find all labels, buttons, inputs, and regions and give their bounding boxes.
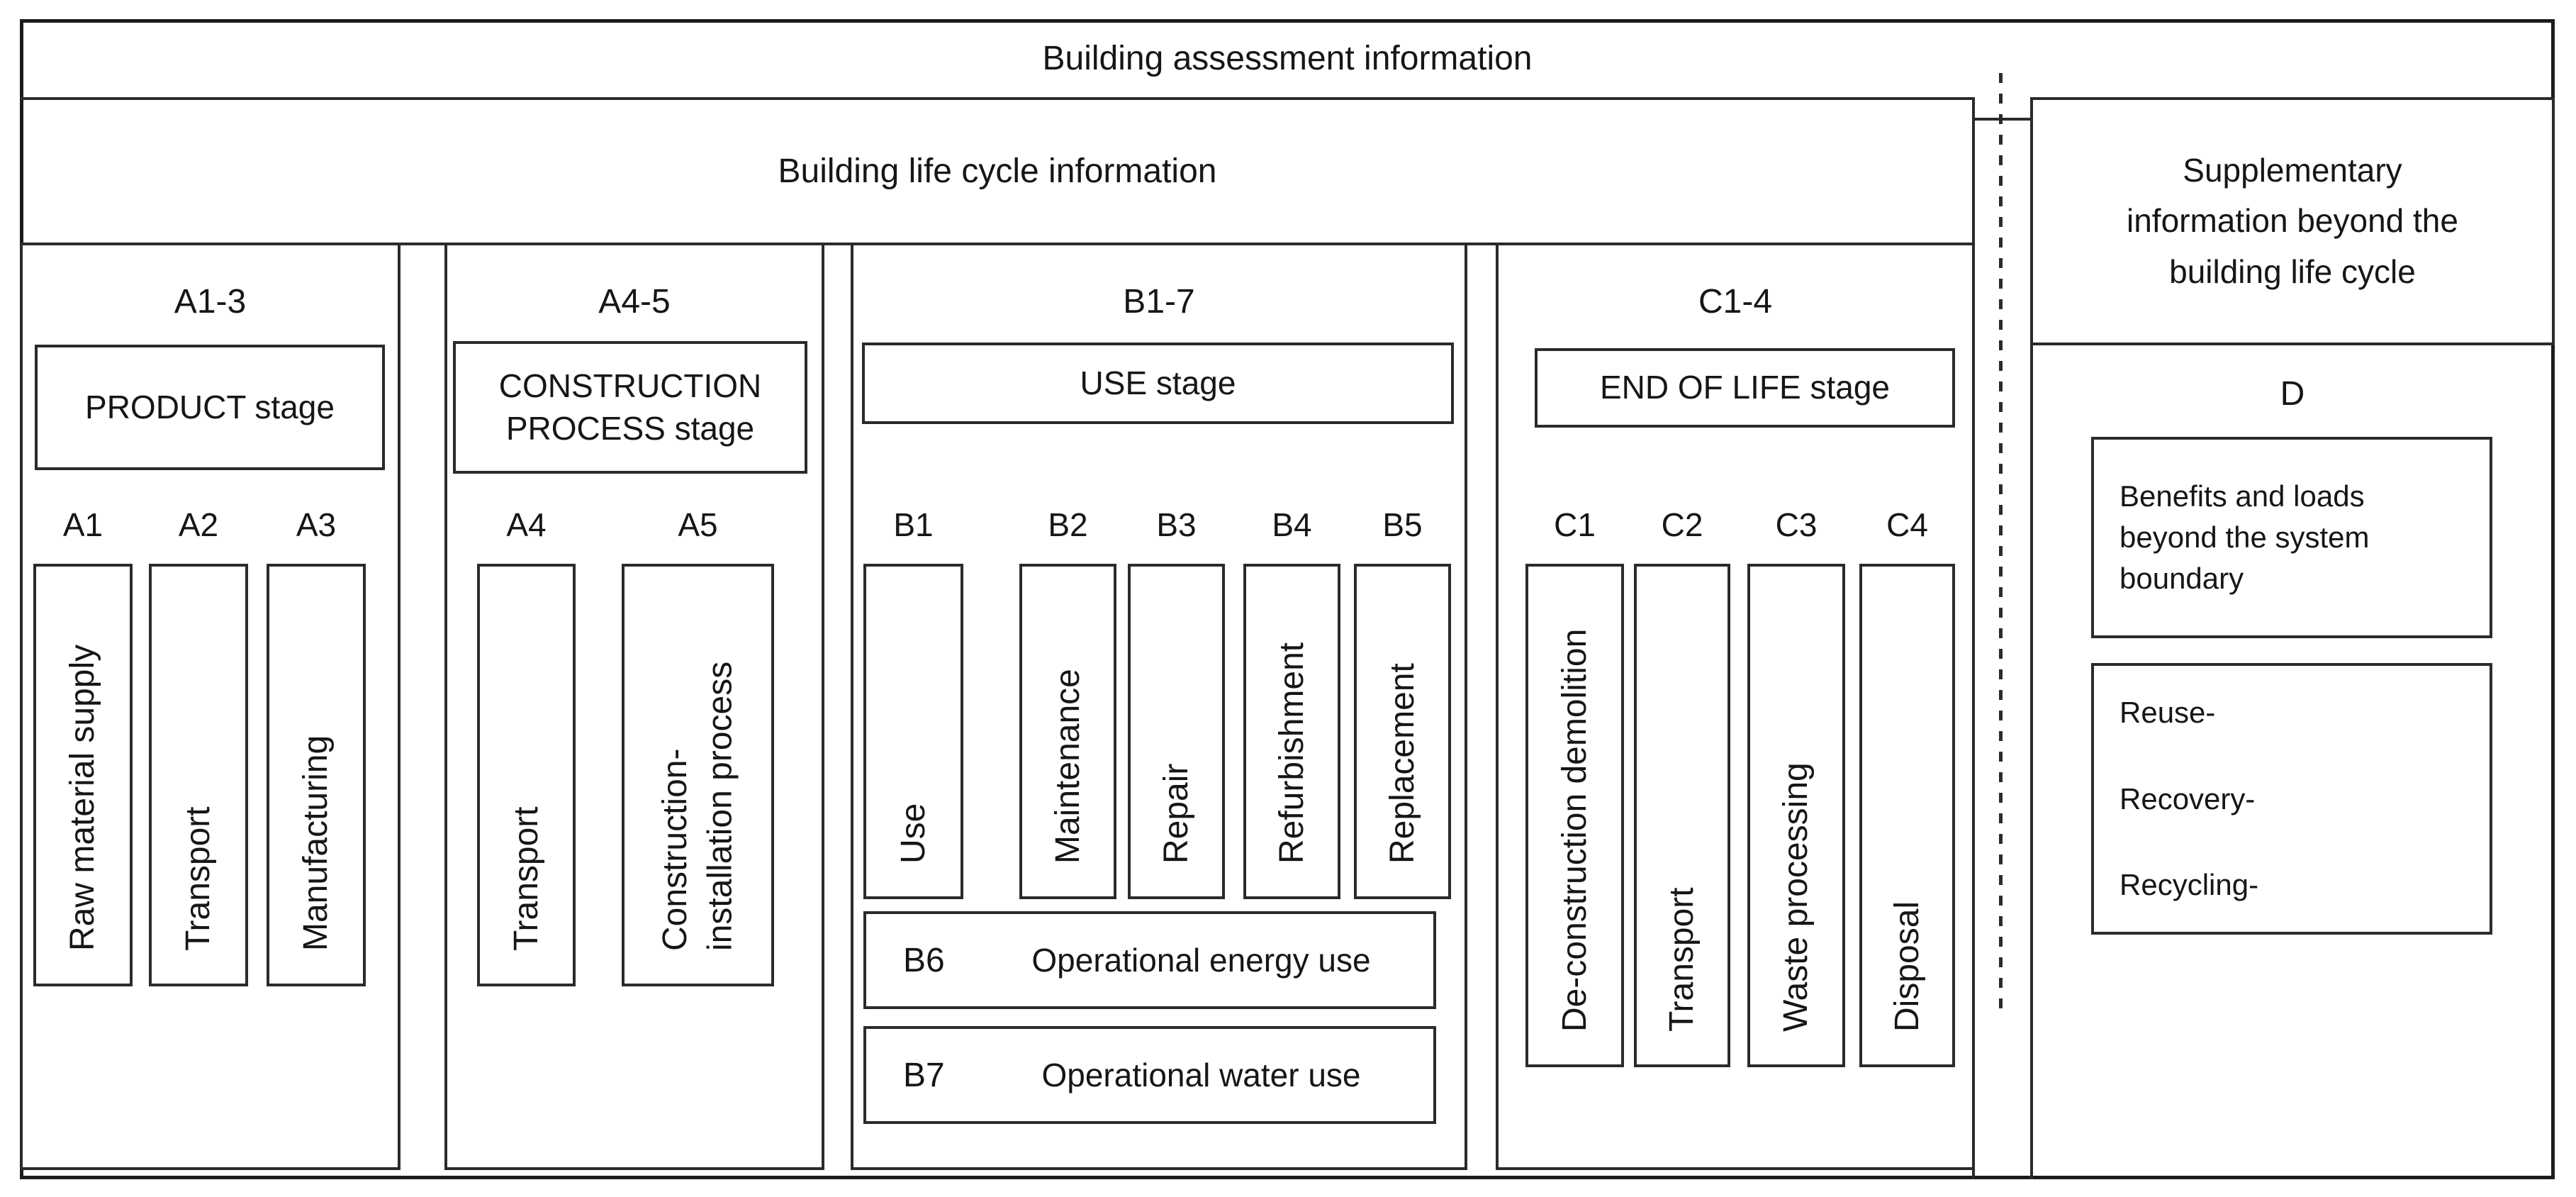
module-label: Maintenance	[1048, 669, 1087, 864]
module-box-c3: Waste processing	[1747, 564, 1845, 1067]
supplementary-title-text: Supplementary information beyond the bui…	[2127, 152, 2458, 290]
banner-divider-line	[20, 97, 1975, 100]
module-box-a1: Raw material supply	[33, 564, 133, 986]
module-label: Operational water use	[1041, 1057, 1361, 1093]
module-label: Disposal	[1888, 901, 1926, 1032]
module-code-a3: A3	[267, 496, 366, 553]
module-label: Transport	[507, 806, 545, 951]
module-code-c4: C4	[1859, 496, 1955, 553]
module-code-a1: A1	[33, 496, 133, 553]
stage-code-a45: A4-5	[444, 269, 824, 333]
module-code-text: C2	[1661, 506, 1703, 543]
module-code-text: A3	[296, 506, 337, 543]
module-label: Manufacturing	[297, 735, 335, 951]
module-code-c2: C2	[1634, 496, 1730, 553]
module-code-text: B1	[893, 506, 934, 543]
module-label: Raw material supply	[64, 644, 102, 951]
module-code-c1: C1	[1525, 496, 1624, 553]
module-code-text: C4	[1886, 506, 1928, 543]
module-code-b4: B4	[1243, 496, 1340, 553]
module-box-b6: B6 Operational energy use	[863, 911, 1436, 1009]
module-code-text: D	[2280, 374, 2305, 413]
module-box-c4: Disposal	[1859, 564, 1955, 1067]
stage-code-c14: C1-4	[1496, 269, 1975, 333]
module-code-text: B3	[1156, 506, 1197, 543]
stage-name-text: USE stage	[1080, 364, 1236, 401]
module-label: Use	[894, 803, 932, 864]
module-code-d: D	[2030, 358, 2555, 429]
module-box-a3: Manufacturing	[267, 564, 366, 986]
benefits-box: Benefits and loads beyond the system bou…	[2091, 437, 2492, 638]
module-code-b3: B3	[1128, 496, 1225, 553]
module-code-b2: B2	[1019, 496, 1116, 553]
module-box-c1: De-construction demolition	[1525, 564, 1624, 1067]
module-label: Refurbishment	[1272, 642, 1311, 864]
module-label: Waste processing	[1777, 762, 1815, 1032]
module-box-b1: Use	[863, 564, 963, 899]
system-boundary-dashed-line	[1999, 73, 2003, 1011]
supplementary-title-box: Supplementary information beyond the bui…	[2030, 97, 2555, 345]
module-code-text: A2	[178, 506, 219, 543]
module-code-text: B5	[1382, 506, 1423, 543]
module-box-b5: Replacement	[1354, 564, 1451, 899]
module-code-text: A4	[506, 506, 547, 543]
module-label: Replacement	[1383, 663, 1421, 864]
module-box-b7: B7 Operational water use	[863, 1026, 1436, 1124]
connector-line	[1972, 118, 2033, 121]
module-label: Transport	[1663, 887, 1701, 1032]
module-label: De-construction demolition	[1555, 628, 1594, 1032]
module-box-b2: Maintenance	[1019, 564, 1116, 899]
module-label: Construction- installation process	[656, 661, 739, 951]
banner-title: Building assessment information	[20, 19, 2555, 97]
stage-code-b17: B1-7	[851, 269, 1467, 333]
module-label: Transport	[179, 806, 218, 951]
module-box-a4: Transport	[477, 564, 576, 986]
module-code-b1: B1	[863, 496, 963, 553]
stage-code-a13: A1-3	[20, 269, 401, 333]
module-box-a5: Construction- installation process	[622, 564, 774, 986]
stage-name-box-product: PRODUCT stage	[35, 345, 385, 470]
module-label: Repair	[1157, 763, 1195, 864]
module-code-a4: A4	[477, 496, 576, 553]
module-box-b4: Refurbishment	[1243, 564, 1340, 899]
benefits-text: Benefits and loads beyond the system bou…	[2119, 479, 2370, 595]
module-code-text: B4	[1272, 506, 1312, 543]
module-code-text: B2	[1048, 506, 1088, 543]
module-code-b6: B6	[903, 941, 945, 979]
lifecycle-title-text: Building life cycle information	[778, 152, 1217, 190]
module-code-text: C3	[1775, 506, 1818, 543]
module-code-a5: A5	[622, 496, 774, 553]
module-code-b5: B5	[1354, 496, 1451, 553]
stage-name-box-construction: CONSTRUCTION PROCESS stage	[453, 341, 807, 474]
module-box-a2: Transport	[149, 564, 248, 986]
loops-text: Reuse- Recovery- Recycling-	[2119, 695, 2259, 902]
stage-name-text: END OF LIFE stage	[1599, 369, 1890, 406]
d-region-left-line	[2030, 97, 2033, 1179]
module-code-text: C1	[1554, 506, 1596, 543]
stage-name-box-use: USE stage	[862, 343, 1454, 424]
module-label: Operational energy use	[1031, 942, 1371, 979]
stage-name-text: CONSTRUCTION PROCESS stage	[498, 367, 762, 447]
stage-name-box-endoflife: END OF LIFE stage	[1535, 348, 1955, 428]
stage-code-text: A4-5	[598, 282, 671, 321]
module-code-b7: B7	[903, 1056, 945, 1094]
module-code-a2: A2	[149, 496, 248, 553]
module-code-text: A1	[62, 506, 103, 543]
stage-code-text: A1-3	[174, 282, 247, 321]
module-code-c3: C3	[1747, 496, 1845, 553]
stage-code-text: B1-7	[1123, 282, 1195, 321]
module-code-text: A5	[678, 506, 718, 543]
module-box-b3: Repair	[1128, 564, 1225, 899]
reuse-recovery-recycling-box: Reuse- Recovery- Recycling-	[2091, 663, 2492, 935]
banner-title-text: Building assessment information	[1042, 39, 1533, 77]
stage-code-text: C1-4	[1698, 282, 1773, 321]
stage-name-text: PRODUCT stage	[85, 388, 335, 425]
lifecycle-title: Building life cycle information	[20, 100, 1975, 242]
module-box-c2: Transport	[1634, 564, 1730, 1067]
